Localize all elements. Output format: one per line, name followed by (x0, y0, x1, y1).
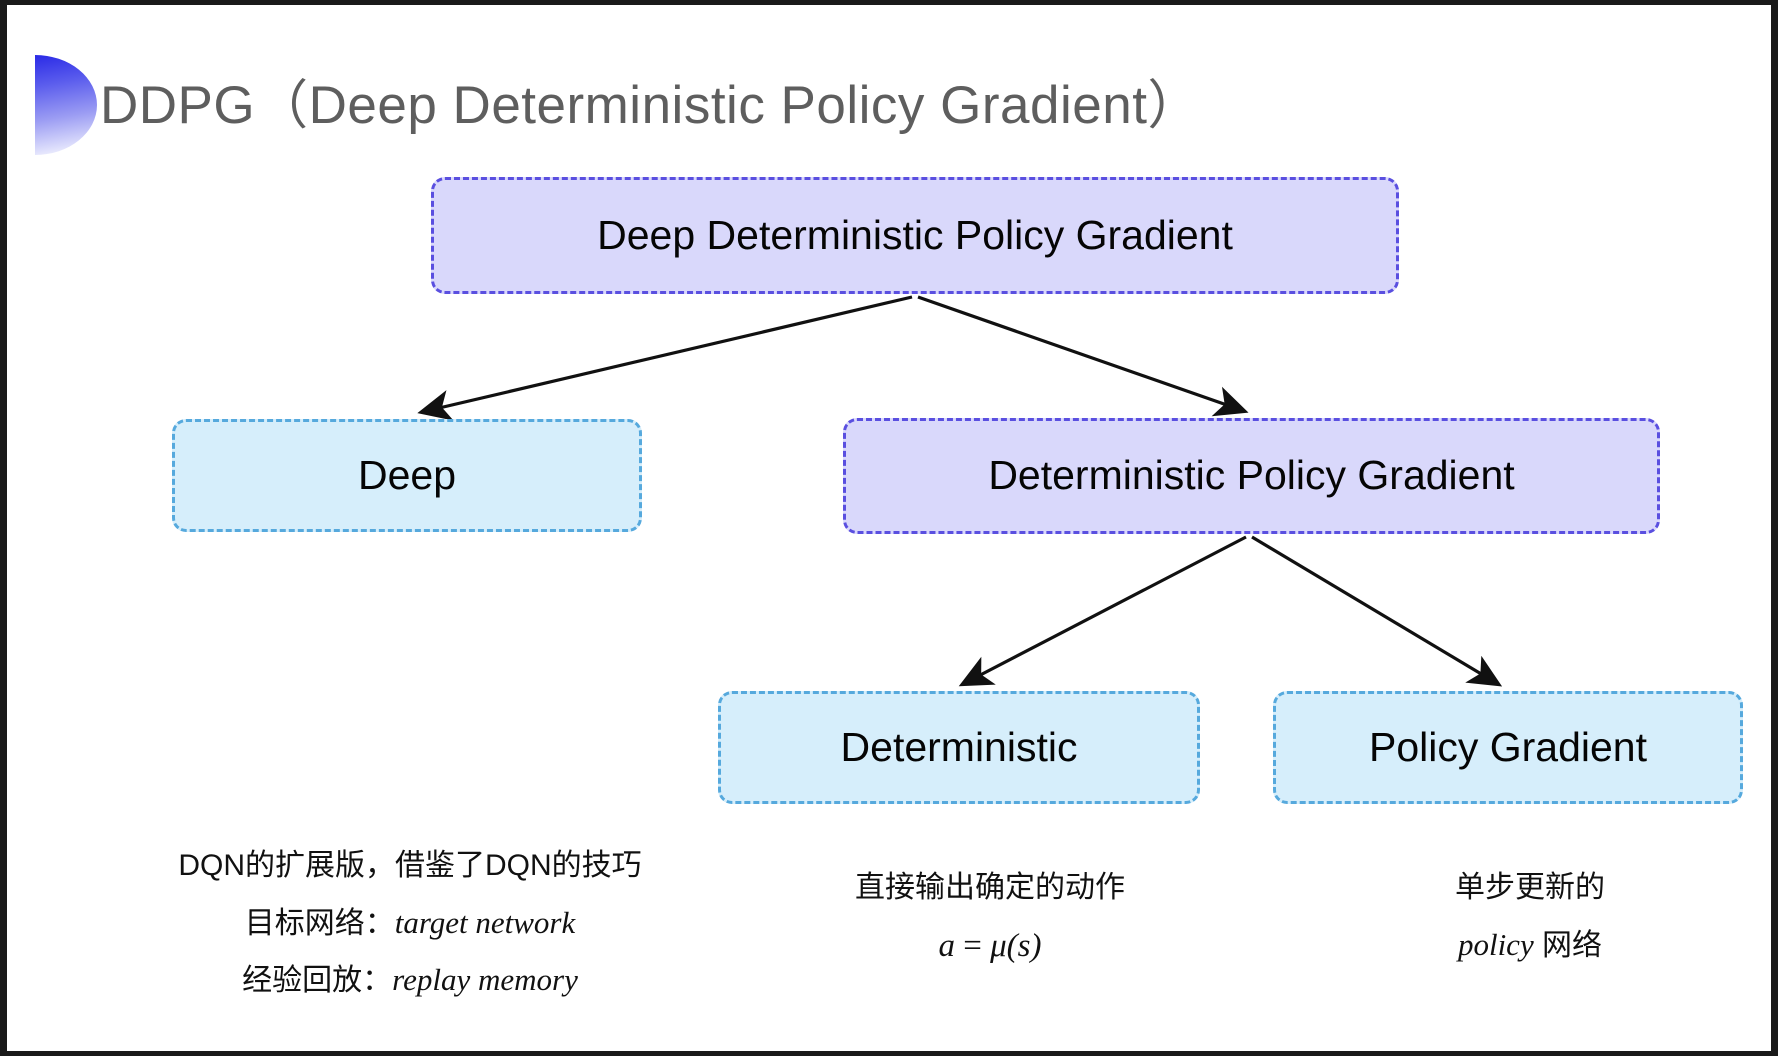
page-title: DDPG（Deep Deterministic Policy Gradient） (100, 76, 1201, 135)
caption-deep-line-2: 目标网络：target network (150, 894, 670, 952)
caption-deterministic-line-1: 直接输出确定的动作 (855, 871, 1125, 904)
slide-frame-top (0, 0, 1778, 5)
node-label: Deep Deterministic Policy Gradient (597, 211, 1233, 258)
edge-root-to-dpg (917, 295, 1249, 417)
caption-policy-gradient-suffix: 网络 (1533, 928, 1603, 962)
slide-frame-left (0, 0, 7, 1056)
formula-rhs: μ(s) (990, 927, 1042, 964)
caption-deep-line-2-term: target network (394, 904, 576, 940)
edge-dpg-to-deterministic (958, 535, 1247, 687)
caption-deterministic-formula: a = μ(s) (780, 916, 1200, 977)
caption-policy-gradient-line-2: policy 网络 (1340, 916, 1720, 974)
node-deterministic[interactable]: Deterministic (718, 691, 1200, 804)
node-deep-deterministic-policy-gradient[interactable]: Deep Deterministic Policy Gradient (431, 177, 1399, 294)
caption-deep: DQN的扩展版，借鉴了DQN的技巧 目标网络：target network 经验… (150, 838, 670, 1009)
node-deep[interactable]: Deep (172, 419, 642, 532)
caption-deep-line-3: 经验回放：replay memory (150, 951, 670, 1009)
title-bullet-icon (35, 55, 97, 155)
caption-deep-line-3-label: 经验回放： (242, 964, 393, 997)
caption-policy-gradient-term: policy (1457, 926, 1534, 962)
edge-root-to-deep (417, 295, 913, 421)
node-policy-gradient[interactable]: Policy Gradient (1273, 691, 1743, 804)
node-deterministic-policy-gradient[interactable]: Deterministic Policy Gradient (843, 418, 1660, 534)
node-label: Deterministic Policy Gradient (988, 452, 1515, 499)
caption-deep-line-2-label: 目标网络： (244, 906, 395, 940)
caption-policy-gradient-line-1: 单步更新的 (1455, 871, 1605, 904)
slide-frame-bottom (0, 1051, 1778, 1056)
node-label: Deterministic (840, 723, 1078, 770)
node-label: Policy Gradient (1368, 723, 1647, 770)
caption-deep-line-3-term: replay memory (392, 962, 578, 997)
node-label: Deep (357, 451, 456, 498)
caption-policy-gradient: 单步更新的 policy 网络 (1340, 860, 1720, 973)
caption-deterministic: 直接输出确定的动作 a = μ(s) (780, 860, 1200, 977)
caption-deep-line-1: DQN的扩展版，借鉴了DQN的技巧 (178, 849, 642, 882)
slide-frame-right (1771, 0, 1778, 1056)
formula-operator: = (954, 927, 991, 964)
formula-lhs: a (938, 927, 955, 964)
edge-dpg-to-policy-gradient (1251, 535, 1503, 687)
